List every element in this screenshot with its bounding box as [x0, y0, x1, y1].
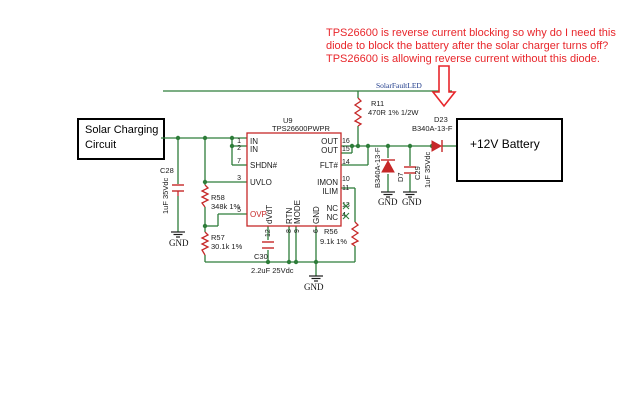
diode-d23: D23 B340A-13-F	[412, 115, 453, 152]
battery-block	[456, 118, 563, 182]
r58-ref: R58	[211, 193, 225, 202]
u9-pin-name: IMON	[317, 178, 338, 187]
u9-pin-name: NC	[326, 213, 338, 222]
u9-pin-name: GND	[312, 206, 321, 224]
u9-part: TPS26600PWPR	[272, 124, 331, 133]
battery-label: +12V Battery	[470, 137, 540, 151]
gnd-label: GND	[378, 197, 398, 207]
solar-charging-label-1: Solar Charging	[85, 124, 159, 136]
c28-ref: C28	[160, 166, 174, 175]
u9-pin-num: 8	[286, 229, 293, 233]
ic-u9: U9 TPS26600PWPR 1 IN 2 IN 7 SHDN# 3 UVLO…	[237, 116, 350, 237]
d7-part: B340A-13-F	[373, 147, 382, 188]
r57-value: 30.1k 1%	[211, 242, 243, 251]
u9-pin-num: 2	[237, 145, 241, 152]
u9-pin-name: OUT	[321, 146, 338, 155]
ground-d7: GND	[378, 191, 398, 207]
resistor-r11: R11 470R 1% 1/2W	[353, 97, 419, 127]
capacitor-c29: C29 1uF 35Vdc	[404, 151, 432, 188]
r56-ref: R56	[324, 227, 338, 236]
u9-pin-name: SHDN#	[250, 161, 278, 170]
r11-ref: R11	[371, 99, 384, 108]
u9-pin-num: 11	[342, 185, 349, 192]
u9-pin-num: 16	[342, 138, 350, 145]
d7-ref: D7	[396, 172, 405, 182]
u9-pin-num: 10	[342, 176, 350, 183]
u9-pin-name: NC	[326, 204, 338, 213]
u9-pin-num: 4	[342, 212, 346, 219]
solar-charging-label-2: Circuit	[85, 139, 117, 151]
u9-pin-num: 15	[342, 146, 350, 153]
c28-value: 1uF 35Vdc	[161, 177, 170, 214]
u9-pin-num: 12	[265, 229, 272, 237]
u9-pin-name: IN	[250, 137, 258, 146]
r57-ref: R57	[211, 233, 225, 242]
u9-pin-name: RTN	[285, 207, 294, 224]
u9-pin-num: 3	[237, 175, 241, 182]
u9-pin-name: OUT	[321, 137, 338, 146]
u9-pin-name: UVLO	[250, 178, 272, 187]
u9-pin-num: 5	[237, 207, 241, 214]
net-label-solar-fault: SolarFaultLED	[376, 81, 422, 90]
resistor-r56: R56 9.1k 1%	[320, 221, 360, 247]
annotation-line-2: diode to block the battery after the sol…	[326, 40, 609, 52]
c30-value: 2.2uF 25Vdc	[251, 266, 294, 275]
r58-value: 348k 1%	[211, 202, 241, 211]
r11-value: 470R 1% 1/2W	[368, 108, 419, 117]
annotation-arrow-icon	[431, 65, 457, 108]
capacitor-c28: C28 1uF 35Vdc	[160, 166, 184, 214]
ground-main: GND	[304, 275, 324, 292]
u9-pin-name: ILIM	[322, 187, 338, 196]
c30-ref: C30	[254, 252, 268, 261]
u9-pin-num: 9	[294, 229, 301, 233]
resistor-r58: R58 348k 1%	[200, 184, 241, 211]
diode-d7: B340A-13-F D7	[373, 147, 405, 188]
junctions	[175, 135, 435, 265]
ground-c29: GND	[402, 191, 422, 207]
u9-pin-num: 7	[237, 158, 241, 165]
u9-pin-name: FLT#	[320, 161, 339, 170]
d23-ref: D23	[434, 115, 448, 124]
resistor-r57: R57 30.1k 1%	[200, 231, 243, 256]
u9-pin-name: dVdT	[265, 205, 274, 224]
u9-pin-name: IN	[250, 145, 258, 154]
no-connect-icon	[342, 202, 350, 220]
d23-part: B340A-13-F	[412, 124, 453, 133]
r56-value: 9.1k 1%	[320, 237, 347, 246]
gnd-label: GND	[169, 238, 189, 248]
c29-ref: C29	[413, 166, 422, 180]
c29-value: 1uF 35Vdc	[423, 151, 432, 188]
annotation-line-1: TPS26600 is reverse current blocking so …	[326, 27, 616, 39]
u9-pin-name: OVP	[250, 210, 267, 219]
capacitor-c30: C30 2.2uF 25Vdc	[251, 241, 294, 275]
gnd-label: GND	[304, 282, 324, 292]
u9-pin-name: MODE	[293, 200, 302, 224]
gnd-label: GND	[402, 197, 422, 207]
solar-charging-block	[77, 118, 165, 160]
u9-ref: U9	[283, 116, 293, 125]
annotation-line-3: TPS26600 is allowing reverse current wit…	[326, 53, 600, 65]
u9-pin-num: 6	[313, 229, 320, 233]
u9-pin-num: 1	[237, 138, 241, 145]
ground-c28: GND	[169, 231, 189, 248]
u9-pin-num: 14	[342, 159, 350, 166]
